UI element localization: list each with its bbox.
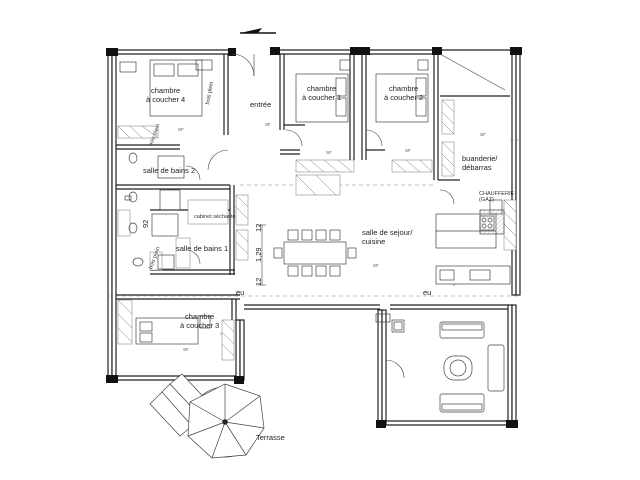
- bathroom-fixtures: [124, 152, 185, 270]
- kitchen-counter: [435, 199, 511, 285]
- label-salle-de-bains-2: salle de bains 2: [143, 166, 196, 175]
- label-chaufferie: CHAUFFERIE(GAZ): [479, 191, 515, 203]
- label-eu-1: eu: [236, 288, 245, 297]
- sf-mark: SF: [183, 347, 189, 352]
- terrace-furniture: [149, 373, 265, 459]
- label-cabinet: cabinet séchante: [194, 214, 236, 220]
- bed-chambre3: [135, 315, 211, 345]
- dim-12-top: 12: [254, 223, 263, 232]
- dim-12-bottom: 12: [254, 277, 263, 286]
- label-salle-de-sejour: salle de sejour/cuisine: [362, 228, 413, 246]
- sf-mark: SF: [405, 148, 411, 153]
- sf-mark: SF: [265, 122, 271, 127]
- dimension-line: [258, 224, 266, 286]
- dining-table: [273, 229, 357, 277]
- bed-chambre1: [295, 59, 351, 123]
- corner-posts: [106, 47, 522, 428]
- dim-92: 92: [141, 219, 150, 228]
- sf-mark: SF: [178, 127, 184, 132]
- label-terrasse: Terrasse: [256, 433, 285, 442]
- dim-129: 1,29: [254, 247, 263, 262]
- bed-chambre2: [375, 59, 429, 123]
- sf-mark: SF: [373, 263, 379, 268]
- label-entree: entrée: [250, 100, 272, 109]
- window-strips: [117, 99, 517, 361]
- sf-mark: SF: [326, 150, 332, 155]
- label-eu-2: eu: [423, 288, 432, 297]
- label-buanderie: buanderie/débarras: [462, 154, 498, 172]
- dashed-outline: [108, 139, 520, 297]
- north-arrow-icon: [240, 28, 276, 34]
- label-salle-de-bains-1: salle de bains 1: [176, 244, 229, 253]
- sf-mark: SF: [480, 132, 486, 137]
- interior-walls: [116, 54, 510, 320]
- living-furniture: [375, 313, 505, 413]
- bed-chambre4: [119, 59, 213, 117]
